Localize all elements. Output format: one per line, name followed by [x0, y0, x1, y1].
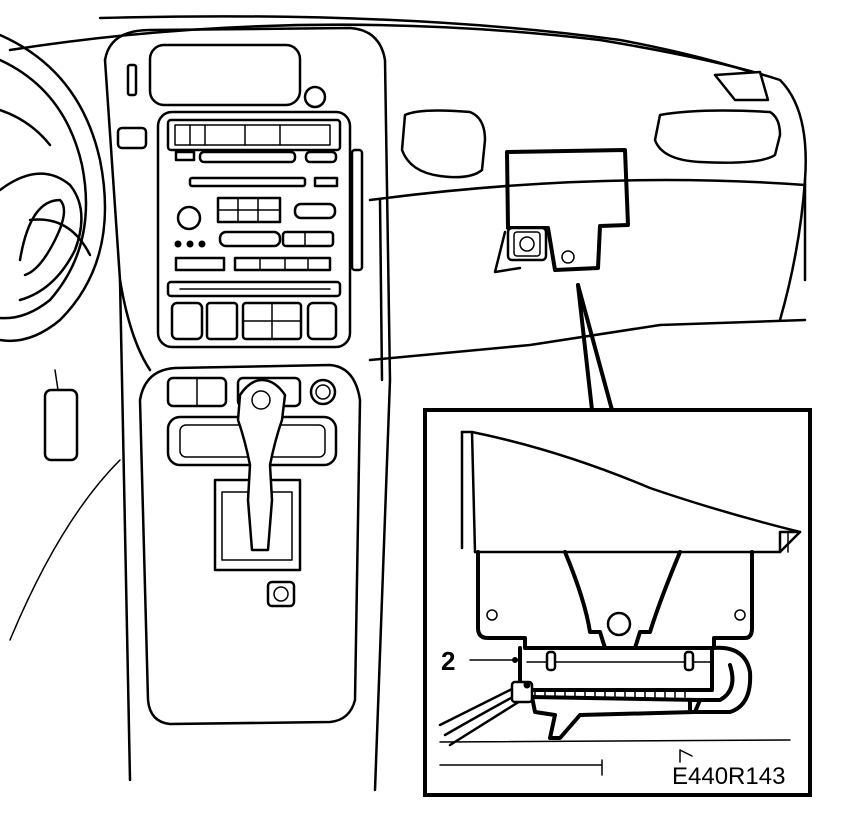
figure-code: E440R143	[672, 763, 785, 790]
control-module	[493, 148, 630, 274]
center-console-upper	[103, 26, 392, 382]
dashboard-outline	[8, 15, 807, 641]
detail-inset	[423, 408, 812, 797]
callout-leader	[576, 283, 614, 412]
pedal	[43, 369, 79, 462]
wiring-harness	[438, 680, 534, 747]
center-console-lower	[118, 278, 392, 792]
dashboard-right	[400, 70, 782, 179]
callout-label: 2	[441, 646, 455, 676]
steering-wheel	[0, 33, 148, 342]
